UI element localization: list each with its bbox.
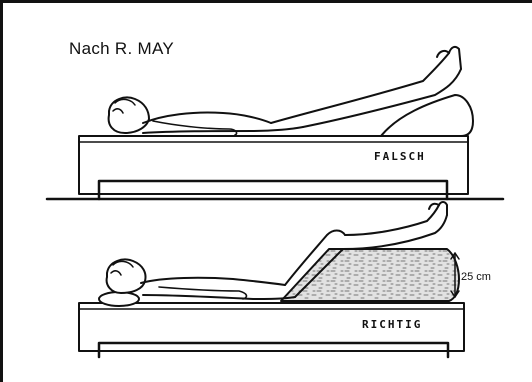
top-scene: [47, 47, 503, 199]
bottom-pillow: [99, 292, 139, 306]
figure-title: Nach R. MAY: [69, 39, 174, 59]
top-bed: [79, 136, 468, 194]
wedge-height-label: 25 cm: [461, 271, 491, 283]
bottom-scene: [79, 202, 464, 357]
illustration: [3, 3, 532, 382]
top-leg-cushion: [381, 95, 473, 136]
label-richtig: RICHTIG: [362, 318, 422, 331]
label-falsch: FALSCH: [374, 150, 426, 163]
